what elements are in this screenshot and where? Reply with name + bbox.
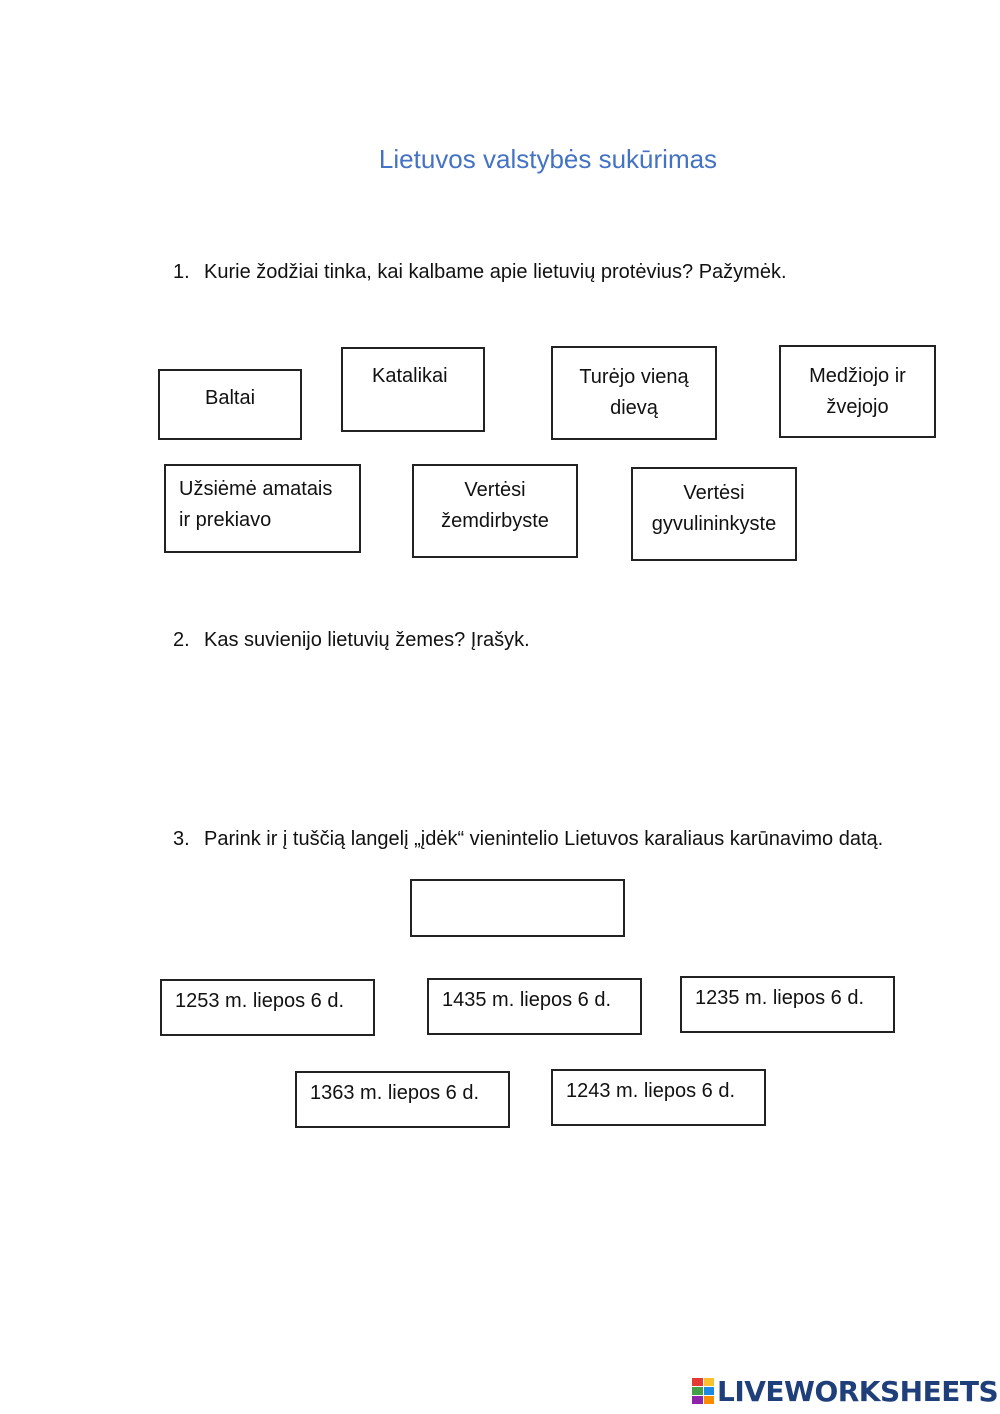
date-option-1253[interactable]: 1253 m. liepos 6 d.: [160, 979, 375, 1036]
logo-tile: [703, 1396, 714, 1404]
option-label-line1: Vertėsi: [683, 482, 745, 504]
page-title: Lietuvos valstybės sukūrimas: [378, 144, 718, 174]
option-label-line1: Vertėsi: [464, 479, 526, 501]
option-label-line2: gyvulininkyste: [651, 513, 777, 535]
logo-tile: [703, 1378, 714, 1386]
date-drop-zone[interactable]: [410, 879, 625, 937]
question-2: 2. Kas suvienijo lietuvių žemes? Įrašyk.: [173, 629, 530, 652]
option-vertesi-gyvulininkyste[interactable]: Vertėsi gyvulininkyste: [631, 467, 797, 561]
option-vertesi-zemdirbyste[interactable]: Vertėsi žemdirbyste: [412, 464, 578, 558]
question-number: 1.: [173, 261, 190, 283]
question-1: 1. Kurie žodžiai tinka, kai kalbame apie …: [173, 261, 787, 284]
option-label: Katalikai: [372, 365, 448, 387]
option-katalikai[interactable]: Katalikai: [341, 347, 485, 432]
date-option-1243[interactable]: 1243 m. liepos 6 d.: [551, 1069, 766, 1126]
date-option-1363[interactable]: 1363 m. liepos 6 d.: [295, 1071, 510, 1128]
question-text: Kurie žodžiai tinka, kai kalbame apie li…: [204, 261, 787, 283]
liveworksheets-wordmark: LIVEWORKSHEETS: [717, 1374, 999, 1408]
date-option-label: 1253 m. liepos 6 d.: [175, 990, 344, 1012]
date-option-label: 1243 m. liepos 6 d.: [566, 1080, 735, 1102]
date-option-label: 1363 m. liepos 6 d.: [310, 1082, 479, 1104]
logo-tile: [692, 1378, 703, 1386]
logo-tile: [692, 1387, 703, 1395]
question-text: Parink ir į tuščią langelį „įdėk“ vienin…: [204, 828, 884, 850]
option-baltai[interactable]: Baltai: [158, 369, 302, 440]
option-label-line2: žvejojo: [826, 396, 889, 418]
option-label-line1: Turėjo vieną: [579, 366, 689, 388]
option-label-line2: dievą: [610, 397, 658, 419]
question-text: Kas suvienijo lietuvių žemes? Įrašyk.: [204, 629, 530, 651]
option-label-line1: Medžiojo ir: [809, 365, 906, 387]
option-label: Baltai: [205, 387, 256, 409]
liveworksheets-logo-mark: [692, 1378, 714, 1404]
date-option-1235[interactable]: 1235 m. liepos 6 d.: [680, 976, 895, 1033]
option-label-line2: ir prekiavo: [179, 509, 272, 531]
logo-tile: [703, 1387, 714, 1395]
date-option-label: 1435 m. liepos 6 d.: [442, 989, 611, 1011]
question-3: 3. Parink ir į tuščią langelį „įdėk“ vien…: [173, 828, 883, 851]
question-number: 3.: [173, 828, 190, 850]
option-medziojo-ir-zvejojo[interactable]: Medžiojo ir žvejojo: [779, 345, 936, 438]
logo-tile: [692, 1396, 703, 1404]
option-label-line2: žemdirbyste: [441, 510, 549, 532]
date-option-label: 1235 m. liepos 6 d.: [695, 987, 864, 1009]
option-uzsieme-amatais[interactable]: Užsiėmė amatais ir prekiavo: [164, 464, 361, 553]
question-number: 2.: [173, 629, 190, 651]
option-label-line1: Užsiėmė amatais: [179, 478, 333, 500]
option-turejo-viena-dieva[interactable]: Turėjo vieną dievą: [551, 346, 717, 440]
date-option-1435[interactable]: 1435 m. liepos 6 d.: [427, 978, 642, 1035]
liveworksheets-logo: LIVEWORKSHEETS: [692, 1374, 999, 1408]
